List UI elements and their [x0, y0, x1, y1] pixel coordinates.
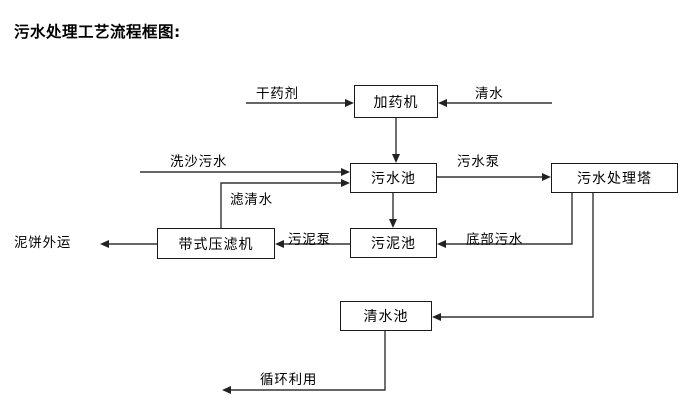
node-dosing-machine[interactable]: 加药机 [354, 85, 438, 118]
node-belt-filter-press[interactable]: 带式压滤机 [157, 228, 275, 259]
edge-label-mud-cake-outbound: 泥饼外运 [14, 235, 72, 251]
node-label: 加药机 [373, 94, 419, 111]
edge-label-sand-wash-water: 洗沙污水 [170, 154, 228, 170]
edge-tower-to-clean-water-pool [432, 193, 594, 321]
node-label: 污水处理塔 [577, 171, 652, 187]
node-wastewater-pool[interactable]: 污水池 [350, 163, 437, 193]
node-treatment-tower[interactable]: 污水处理塔 [551, 163, 678, 193]
node-sludge-pool[interactable]: 污泥池 [350, 228, 437, 258]
node-label: 带式压滤机 [178, 236, 254, 253]
edge-label-filtered-water: 滤清水 [230, 192, 273, 208]
node-label: 清水池 [363, 309, 409, 325]
edge-label-sludge-pump: 污泥泵 [288, 232, 331, 248]
edge-label-wastewater-pump: 污水泵 [457, 154, 500, 170]
edge-label-bottom-wastewater: 底部污水 [466, 232, 524, 248]
edge-label-dry-chemical: 干药剂 [256, 86, 299, 102]
edge-press-to-mud-cake [100, 240, 157, 248]
page-title: 污水处理工艺流程框图: [14, 23, 181, 41]
node-label: 污水池 [371, 171, 416, 187]
node-label: 污泥池 [371, 236, 416, 252]
edge-label-clean-water-in: 清水 [475, 86, 504, 102]
edge-wastewater-pool-to-tower [437, 173, 551, 181]
edge-label-recycle-reuse: 循环利用 [260, 372, 318, 388]
edge-wastewater-pool-to-sludge-pool [389, 193, 397, 228]
edge-dosing-to-wastewater-pool [392, 118, 400, 163]
node-clean-water-pool[interactable]: 清水池 [340, 301, 432, 331]
